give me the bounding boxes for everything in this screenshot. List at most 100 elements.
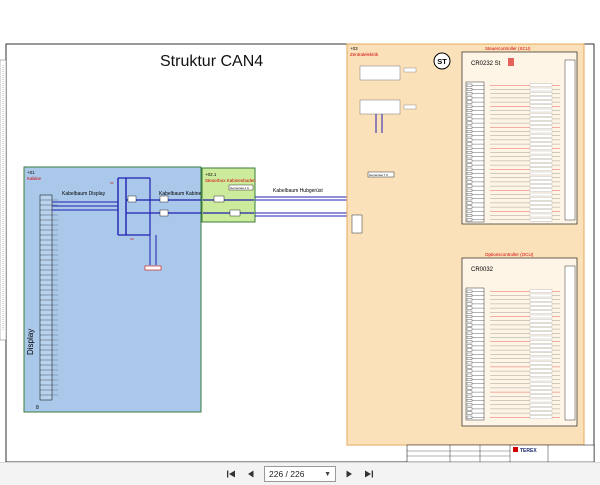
cabin-footer-mark: 8 bbox=[36, 405, 39, 411]
controller-terminal bbox=[466, 390, 473, 394]
central-name: Zentralelektrik bbox=[350, 52, 379, 57]
controller-terminal bbox=[466, 336, 473, 339]
controller-terminal bbox=[466, 184, 473, 188]
controller-terminal bbox=[466, 344, 473, 348]
cabin-harness2-label: Kabelbaum Kabine bbox=[159, 191, 201, 197]
controller-terminal bbox=[466, 117, 473, 121]
title-block: TEREX bbox=[406, 444, 595, 463]
svg-text:X2: X2 bbox=[130, 237, 134, 241]
cabin-terminator bbox=[144, 265, 162, 271]
controller-terminal bbox=[466, 176, 473, 180]
option-controller: Optionscontroller (OCU) CR0032 bbox=[461, 252, 578, 427]
brand-logo: TEREX bbox=[520, 448, 537, 454]
controller-terminal bbox=[466, 205, 473, 209]
cabin-name: Kabine bbox=[27, 176, 42, 181]
main-controller: Steuercontroller (SCU) CR0232 St bbox=[461, 46, 578, 225]
controller-terminal bbox=[466, 319, 473, 323]
control-box-code: +02.1 bbox=[205, 172, 217, 177]
svg-text:X1: X1 bbox=[110, 181, 114, 185]
controller-terminal bbox=[466, 146, 473, 150]
controller-terminal bbox=[466, 365, 473, 369]
controller-terminal bbox=[466, 373, 473, 377]
controller-terminal bbox=[466, 289, 473, 293]
controller-terminal bbox=[466, 155, 473, 159]
main-controller-model: CR0232 St bbox=[471, 61, 501, 67]
first-page-button[interactable] bbox=[224, 467, 238, 481]
controller-terminal bbox=[466, 218, 473, 222]
controller-terminal bbox=[466, 352, 473, 356]
cabin-region: +01 Kabine Kabelbaum Display Kabelbaum K… bbox=[23, 166, 203, 413]
controller-terminal bbox=[466, 180, 473, 184]
controller-terminal bbox=[466, 214, 473, 217]
previous-page-button[interactable] bbox=[244, 467, 258, 481]
option-controller-model: CR0032 bbox=[471, 267, 494, 273]
chevron-down-icon: ▼ bbox=[324, 470, 331, 478]
controller-terminal bbox=[466, 361, 473, 365]
controller-terminal bbox=[466, 109, 473, 112]
module-1 bbox=[359, 65, 401, 81]
controller-terminal bbox=[466, 193, 473, 196]
control-box-name: Steuerbox Kabinenboden bbox=[205, 178, 256, 183]
controller-terminal bbox=[466, 411, 473, 415]
controller-terminal bbox=[466, 83, 473, 87]
controller-terminal bbox=[466, 306, 473, 310]
central-tag: Gemeinsa 7 C bbox=[369, 173, 389, 177]
controller-terminal bbox=[466, 163, 473, 167]
controller-terminal bbox=[466, 172, 473, 175]
controller-terminal bbox=[466, 357, 473, 360]
next-page-icon bbox=[346, 470, 352, 478]
controller-terminal bbox=[466, 399, 473, 402]
controller-terminal bbox=[466, 382, 473, 386]
controller-terminal bbox=[466, 88, 473, 91]
controller-terminal bbox=[466, 96, 473, 100]
control-box-tag: Gemeinsa 1 C bbox=[230, 186, 250, 190]
display-label: Display bbox=[26, 329, 35, 355]
controller-terminal bbox=[466, 294, 473, 297]
page-selector[interactable]: 226 / 226 ▼ bbox=[264, 466, 336, 482]
controller-terminal bbox=[466, 92, 473, 96]
controller-terminal bbox=[466, 310, 473, 314]
controller-terminal bbox=[466, 340, 473, 344]
controller-terminal bbox=[466, 315, 473, 318]
controller-terminal bbox=[466, 197, 473, 201]
controller-terminal bbox=[466, 167, 473, 171]
controller-terminal bbox=[466, 403, 473, 407]
controller-terminal bbox=[466, 302, 473, 306]
last-page-button[interactable] bbox=[362, 467, 376, 481]
controller-terminal bbox=[466, 415, 473, 419]
st-badge-label: ST bbox=[437, 57, 447, 66]
cabin-code: +01 bbox=[27, 170, 35, 175]
controller-terminal bbox=[466, 151, 473, 154]
cabin-harness-label: Kabelbaum Display bbox=[62, 191, 106, 197]
controller-terminal bbox=[466, 134, 473, 138]
controller-terminal bbox=[466, 113, 473, 117]
controller-terminal bbox=[466, 369, 473, 373]
controller-terminal bbox=[466, 378, 473, 381]
controller-terminal bbox=[466, 298, 473, 302]
next-page-button[interactable] bbox=[342, 467, 356, 481]
controller-terminal bbox=[466, 121, 473, 125]
controller-terminal bbox=[466, 100, 473, 104]
controller-terminal bbox=[466, 386, 473, 390]
module-2 bbox=[359, 99, 401, 115]
controller-terminal bbox=[466, 327, 473, 331]
central-code: +03 bbox=[350, 46, 358, 51]
main-controller-header: Steuercontroller (SCU) bbox=[485, 46, 531, 51]
central-electrics-region: +03 Zentralelektrik ST Gemeinsa 7 C Steu… bbox=[346, 43, 585, 446]
controller-terminal bbox=[466, 130, 473, 133]
controller-terminal bbox=[466, 331, 473, 335]
schematic-sheet: Struktur CAN4 +01 Kabine Kabelbaum Displ… bbox=[0, 43, 595, 463]
last-page-icon bbox=[365, 470, 373, 478]
controller-terminal bbox=[466, 209, 473, 213]
lift-harness-label: Kabelbaum Hubgerüst bbox=[273, 188, 323, 194]
page-number-text: 226 / 226 bbox=[269, 469, 305, 479]
controller-terminal bbox=[466, 323, 473, 327]
controller-terminal bbox=[466, 348, 473, 352]
controller-terminal bbox=[466, 142, 473, 146]
pdf-toolbar: 226 / 226 ▼ bbox=[0, 462, 600, 485]
controller-terminal bbox=[466, 138, 473, 142]
display-connector bbox=[39, 194, 53, 401]
controller-terminal bbox=[466, 394, 473, 398]
controller-terminal bbox=[466, 188, 473, 192]
controller-terminal bbox=[466, 407, 473, 411]
